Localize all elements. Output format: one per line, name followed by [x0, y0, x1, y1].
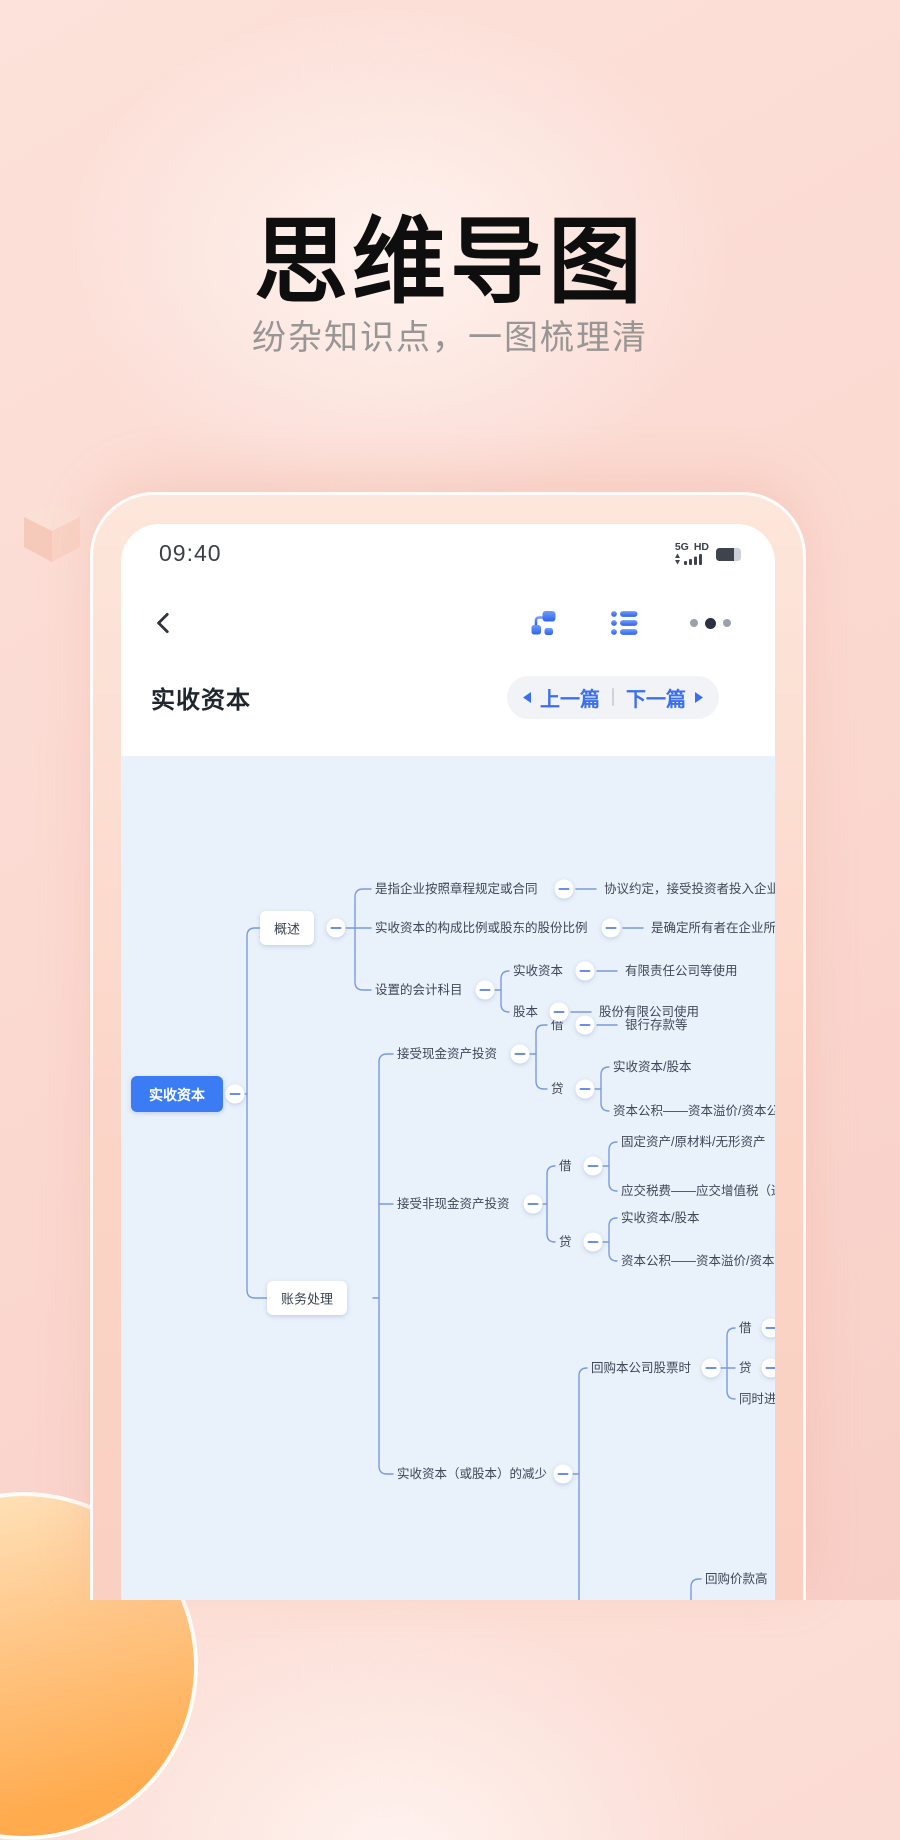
page-subtitle: 纷杂知识点，一图梳理清	[252, 319, 648, 357]
collapse-button[interactable]	[326, 918, 346, 938]
collapse-button[interactable]	[553, 1464, 573, 1484]
collapse-button[interactable]	[701, 1358, 721, 1378]
more-options-icon[interactable]	[690, 617, 731, 629]
list-view-icon[interactable]	[609, 608, 640, 638]
signal-bars-icon	[674, 553, 702, 565]
mindmap-node-label[interactable]: 借	[739, 1321, 752, 1335]
mindmap-node-label[interactable]: 银行存款等	[625, 1017, 688, 1032]
mindmap-node-label[interactable]: 贷	[551, 1082, 564, 1096]
collapse-button[interactable]	[575, 1015, 595, 1035]
collapse-button[interactable]	[554, 879, 574, 899]
battery-icon	[716, 548, 741, 562]
mindmap-node-label[interactable]: 回购价款高	[705, 1571, 768, 1586]
mindmap-node-label[interactable]: 借	[551, 1018, 564, 1032]
hd-label: HD	[693, 541, 709, 553]
mindmap-connector	[690, 1578, 702, 1600]
mindmap-canvas[interactable]: 是指企业按照章程规定或合同 协议约定，接受投资者投入企业的资实收资本的构成比例或股…	[121, 756, 775, 1600]
mindmap-node-label[interactable]: 是确定所有者在企业所有者	[651, 920, 775, 935]
mindmap-connector	[608, 1217, 618, 1262]
document-title: 实收资本	[151, 686, 251, 714]
mindmap-connector	[546, 1165, 556, 1243]
mindmap-connector	[600, 1066, 610, 1112]
mindmap-node-label[interactable]: 设置的会计科目	[375, 982, 463, 997]
network-type-label: 5G	[674, 541, 689, 553]
page-title: 思维导图	[253, 209, 646, 314]
collapse-button[interactable]	[523, 1194, 543, 1214]
mindmap-node-label[interactable]: 资本公积——资本溢价/资本公	[613, 1104, 775, 1118]
mindmap-node-label: 概述	[274, 922, 300, 937]
cube-decoration	[24, 503, 80, 562]
page-background: 思维导图 纷杂知识点，一图梳理清 09:40 5G HD	[0, 209, 806, 1840]
mindmap-node-label[interactable]: 有限责任公司等使用	[625, 963, 738, 978]
collapse-button[interactable]	[583, 1156, 603, 1176]
mindmap-node-label[interactable]: 回购本公司股票时	[591, 1360, 692, 1375]
collapse-button[interactable]	[475, 980, 495, 1000]
mindmap-connector	[726, 1327, 736, 1400]
mindmap-node-label[interactable]: 股份有限公司使用	[599, 1004, 699, 1019]
prev-article-button[interactable]: 上一篇	[523, 683, 600, 712]
collapse-button[interactable]	[761, 1358, 776, 1378]
document-header: 实收资本 上一篇 下一篇	[121, 652, 775, 756]
mindmap-node-label[interactable]: 实收资本	[513, 963, 564, 978]
collapse-button[interactable]	[601, 918, 621, 938]
mindmap-node-label[interactable]: 实收资本的构成比例或股东的股份比例	[375, 920, 588, 935]
next-article-label: 下一篇	[626, 688, 686, 711]
mindmap-node-label[interactable]: 实收资本/股本	[621, 1210, 700, 1225]
pager: 上一篇 下一篇	[507, 675, 719, 719]
pager-divider	[612, 688, 614, 706]
mindmap-view-icon[interactable]	[528, 608, 559, 638]
next-arrow-icon	[695, 691, 703, 703]
mindmap-node-label: 实收资本	[149, 1087, 206, 1103]
collapse-button[interactable]	[761, 1318, 776, 1338]
status-time: 09:40	[159, 540, 222, 566]
mindmap-connector	[246, 927, 268, 1299]
mindmap-node-label[interactable]: 同时进	[739, 1392, 775, 1406]
mindmap-node-label[interactable]: 应交税费——应交增值税（进	[621, 1183, 775, 1198]
nav-bar	[121, 576, 775, 652]
mindmap-node-label[interactable]: 协议约定，接受投资者投入企业的资	[604, 881, 775, 896]
back-button[interactable]	[151, 610, 177, 636]
mindmap-connector	[500, 970, 510, 1013]
network-indicator: 5G HD	[674, 541, 709, 565]
mindmap-node-label[interactable]: 实收资本（或股本）的减少	[397, 1466, 547, 1481]
collapse-button[interactable]	[575, 961, 595, 981]
phone-screen: 09:40 5G HD	[121, 524, 775, 1600]
mindmap-connector	[535, 1024, 548, 1090]
collapse-button[interactable]	[225, 1084, 245, 1104]
collapse-button[interactable]	[549, 1002, 569, 1022]
mindmap-node-label[interactable]: 固定资产/原材料/无形资产	[621, 1134, 765, 1149]
mindmap-node-label: 账务处理	[281, 1292, 333, 1307]
next-article-button[interactable]: 下一篇	[626, 683, 703, 712]
mindmap-node-label[interactable]: 借	[559, 1159, 572, 1173]
status-bar: 09:40 5G HD	[121, 524, 775, 576]
mindmap-node-label[interactable]: 贷	[559, 1235, 572, 1249]
phone-mockup: 09:40 5G HD	[90, 492, 806, 1600]
mindmap-branch-node[interactable]	[267, 1281, 347, 1315]
mindmap-branch-node[interactable]	[260, 911, 314, 945]
mindmap-connector	[354, 888, 372, 991]
mindmap-node-label[interactable]: 贷	[739, 1361, 752, 1375]
collapse-button[interactable]	[510, 1044, 530, 1064]
prev-article-label: 上一篇	[540, 688, 600, 711]
mindmap-node-label[interactable]: 股本	[513, 1005, 539, 1019]
prev-arrow-icon	[523, 691, 531, 703]
mindmap-connector	[608, 1141, 618, 1192]
mindmap-node-label[interactable]: 接受现金资产投资	[397, 1046, 497, 1061]
mindmap-connector	[378, 1053, 394, 1475]
mindmap-node-label[interactable]: 实收资本/股本	[613, 1059, 692, 1074]
collapse-button[interactable]	[575, 1079, 595, 1099]
mindmap-connector	[578, 1367, 588, 1600]
collapse-button[interactable]	[583, 1232, 603, 1252]
mindmap-root-node[interactable]	[131, 1076, 223, 1112]
mindmap-node-label[interactable]: 接受非现金资产投资	[397, 1196, 510, 1211]
mindmap-node-label[interactable]: 资本公积——资本溢价/资本	[621, 1254, 775, 1268]
mindmap-node-label[interactable]: 是指企业按照章程规定或合同	[375, 881, 538, 896]
